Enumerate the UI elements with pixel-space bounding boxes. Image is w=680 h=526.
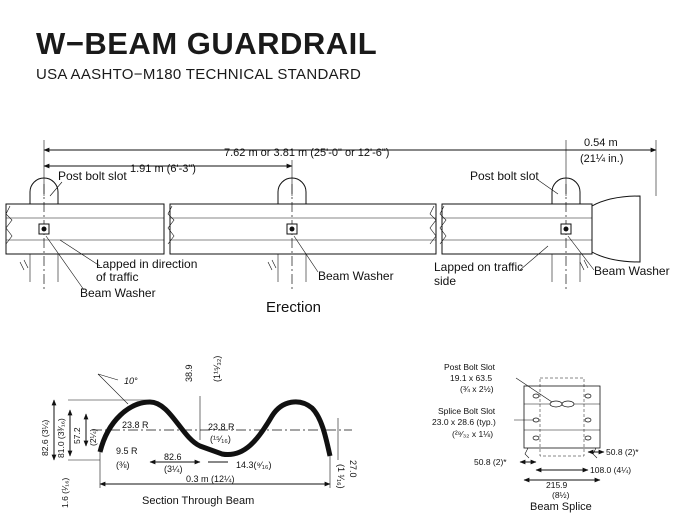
d-27-0-imperial-label: (1 ¹⁄₁₆)	[336, 464, 346, 489]
post-left	[19, 177, 59, 290]
terminal-end-flare	[591, 195, 641, 263]
v-1-6-label: 1.6 (¹⁄₁₆)	[60, 477, 70, 508]
of-traffic-label: of traffic	[96, 270, 138, 284]
side-label: side	[434, 274, 456, 288]
post-bolt-dims-imperial-label: (¾ x 2½)	[460, 384, 494, 394]
r-23-8-mid-imperial-label: (¹⁵⁄₁₆)	[210, 434, 231, 444]
v-81-0-label: 81.0 (3³⁄₁₆)	[56, 418, 66, 458]
r-9-5-label: 9.5 R	[116, 446, 138, 456]
post-dim-label: 1.91 m (6'-3")	[130, 163, 196, 175]
beam-washer-label-right: Beam Washer	[594, 264, 670, 278]
d-27-0-label: 27.0	[348, 460, 358, 478]
erection-view: 7.62 m or 3.81 m (25'-0" or 12'-6") 1.91…	[5, 137, 670, 316]
r-9-5-imperial-label: (⅜)	[116, 460, 130, 470]
w-beam-profile	[97, 399, 333, 458]
splice-bolt-slot-label: Splice Bolt Slot	[438, 406, 496, 416]
d-38-9-imperial-label: (1¹⁵⁄₃₂)	[212, 356, 222, 382]
page-subtitle: USA AASHTO−M180 TECHNICAL STANDARD	[36, 66, 362, 83]
d-215-9-label: 215.9	[546, 480, 568, 490]
splice-bolt-slots	[532, 393, 592, 441]
splice-caption: Beam Splice	[530, 501, 592, 513]
span-dim-label: 7.62 m or 3.81 m (25'-0" or 12'-6")	[224, 147, 389, 159]
d-38-9-label: 38.9	[184, 364, 194, 382]
rail-section-1	[5, 203, 165, 255]
beam-washer-label-center: Beam Washer	[318, 269, 394, 283]
section-view: 10° 38.9 (1¹⁵⁄₃₂) 23.8 R 23.8 R (¹⁵⁄₁₆) …	[40, 356, 358, 508]
post-center	[267, 177, 307, 290]
width-label: 0.3 m (12¼)	[186, 474, 235, 484]
splice-bolt-dims-label: 23.0 x 28.6 (typ.)	[432, 417, 496, 427]
page-title: W−BEAM GUARDRAIL	[36, 26, 378, 61]
post-bolt-slot-label-left: Post bolt slot	[58, 169, 127, 183]
lapped-direction-label: Lapped in direction	[96, 257, 197, 271]
angle-label: 10°	[124, 376, 138, 386]
splice-bolt-dims-imperial-label: (²⁹⁄₃₂ x 1⅛)	[452, 429, 493, 439]
lapped-on-traffic-label: Lapped on traffic	[434, 260, 523, 274]
r-23-8-left-label: 23.8 R	[122, 420, 149, 430]
rail-section-2	[167, 203, 437, 255]
section-caption: Section Through Beam	[142, 495, 254, 507]
r-23-8-mid-label: 23.8 R	[208, 422, 235, 432]
end-dim-label: 0.54 m	[584, 137, 618, 149]
d-215-9-imperial-label: (8½)	[552, 490, 570, 500]
d-108-0-label: 108.0 (4¼)	[590, 465, 631, 475]
d-14-3-label: 14.3(⁹⁄₁₆)	[236, 460, 272, 470]
post-bolt-slot-label: Post Bolt Slot	[444, 362, 496, 372]
d-50-8-right-label: 50.8 (2)*	[606, 447, 639, 457]
end-dim-imperial-label: (21¼ in.)	[580, 153, 623, 165]
v-82-6-label: 82.6 (3¼)	[40, 419, 50, 456]
splice-view: Post Bolt Slot 19.1 x 63.5 (¾ x 2½) Spli…	[432, 362, 639, 513]
erection-caption: Erection	[266, 299, 321, 316]
post-bolt-slot-label-right: Post bolt slot	[470, 169, 539, 183]
v-57-2-imperial-label: (2¼)	[88, 428, 98, 446]
d-82-6-imperial-label: (3¼)	[164, 464, 183, 474]
post-right	[551, 177, 589, 290]
d-50-8-left-label: 50.8 (2)*	[474, 457, 507, 467]
v-57-2-label: 57.2	[72, 427, 82, 444]
beam-washer-label-left: Beam Washer	[80, 286, 156, 300]
d-82-6-label: 82.6	[164, 452, 182, 462]
post-bolt-dims-label: 19.1 x 63.5	[450, 373, 492, 383]
